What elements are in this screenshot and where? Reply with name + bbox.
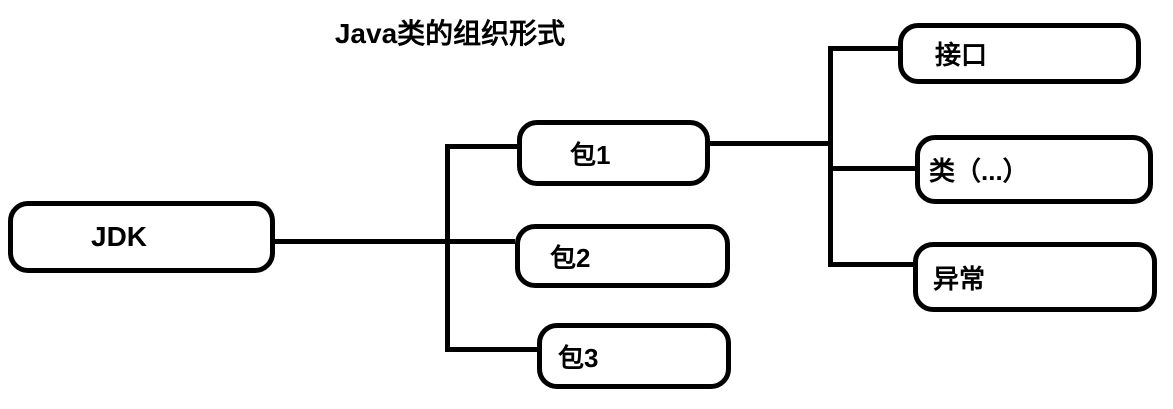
connector-jdk-to-package2 [275, 239, 515, 244]
node-package-2-label: 包2 [550, 242, 591, 273]
connector-branch-to-class [828, 166, 915, 171]
node-package-3-label: 包3 [558, 342, 599, 373]
node-jdk-label: JDK [91, 221, 148, 252]
connector-branch-to-exception [828, 262, 913, 267]
node-package-2: 包2 [515, 224, 730, 288]
node-exception: 异常 [913, 242, 1157, 312]
node-package-1-label: 包1 [570, 139, 611, 170]
diagram-title: Java类的组织形式 [334, 18, 566, 49]
connector-right-vertical-trunk [828, 46, 833, 267]
connector-package1-to-members [710, 141, 833, 146]
node-interface: 接口 [898, 23, 1141, 84]
node-package-3: 包3 [537, 323, 731, 389]
node-class-label: 类（...） [929, 156, 1029, 186]
node-package-1: 包1 [517, 120, 710, 186]
node-exception-label: 异常 [933, 263, 986, 294]
connector-branch-to-package3 [445, 347, 537, 352]
node-jdk: JDK [8, 201, 275, 273]
connector-left-vertical-trunk [445, 144, 450, 352]
node-interface-label: 接口 [935, 40, 988, 70]
connector-branch-to-package1 [445, 144, 517, 149]
node-class: 类（...） [915, 135, 1153, 204]
connector-branch-to-interface [828, 46, 898, 51]
